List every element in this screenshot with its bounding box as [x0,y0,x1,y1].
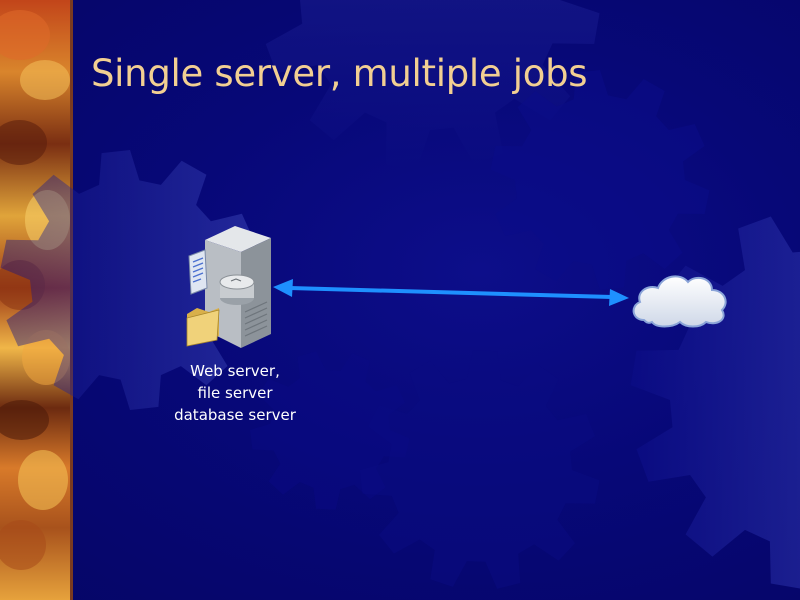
server-label-line-3: database server [174,406,296,424]
server-label-line-1: Web server, [190,362,280,380]
background-gear [0,150,260,410]
background-gear [360,350,600,589]
cloud-icon [632,275,727,328]
slide-title: Single server, multiple jobs [91,52,588,95]
server-icon [186,226,271,348]
background-gear [265,0,600,170]
background-gear [630,216,800,589]
server-label-line-2: file server [197,384,273,402]
background-gear [250,351,410,510]
server-label: Web server, file server database server [160,360,310,426]
background-gear [490,70,710,290]
